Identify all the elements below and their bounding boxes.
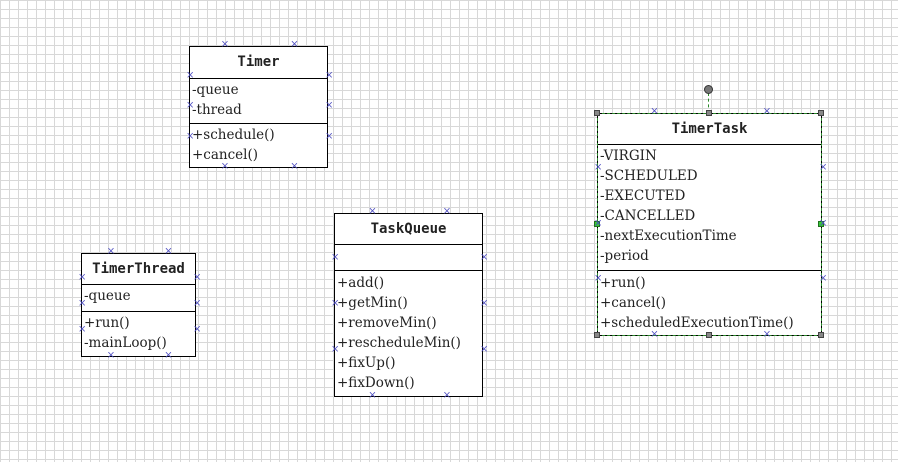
class-taskqueue-methods: +add() +getMin() +removeMin() +reschedul…: [335, 271, 482, 393]
connection-port-marker[interactable]: [78, 301, 86, 308]
resize-handle-s[interactable]: [706, 332, 712, 338]
connection-port-marker[interactable]: [763, 332, 771, 339]
resize-handle-n[interactable]: [706, 110, 712, 116]
connection-port-marker[interactable]: [186, 73, 194, 80]
connection-port-marker[interactable]: [480, 301, 488, 308]
class-timertask-methods: +run() +cancel() +scheduledExecutionTime…: [598, 271, 821, 333]
class-timer-methods: +schedule() +cancel(): [190, 124, 327, 165]
resize-handle-nw[interactable]: [594, 110, 600, 116]
connection-port-marker[interactable]: [186, 103, 194, 110]
class-timerthread[interactable]: TimerThread -queue +run() -mainLoop(): [81, 253, 196, 357]
connection-port-marker[interactable]: [443, 393, 451, 400]
attribute: -EXECUTED: [600, 188, 686, 204]
resize-handle-se[interactable]: [818, 332, 824, 338]
method: +cancel(): [600, 295, 667, 311]
connection-port-marker[interactable]: [368, 393, 376, 400]
connection-port-marker[interactable]: [107, 353, 115, 360]
attribute: -queue: [84, 288, 131, 304]
connection-port-marker[interactable]: [164, 249, 172, 256]
method: -mainLoop(): [84, 335, 167, 351]
connection-port-marker[interactable]: [193, 275, 201, 282]
attribute: -SCHEDULED: [600, 168, 698, 184]
connection-port-marker[interactable]: [78, 275, 86, 282]
connection-port-marker[interactable]: [480, 347, 488, 354]
connection-port-marker[interactable]: [443, 209, 451, 216]
connection-port-marker[interactable]: [331, 301, 339, 308]
attribute: -queue: [192, 82, 239, 98]
connection-port-marker[interactable]: [325, 103, 333, 110]
class-timerthread-attributes: -queue: [82, 285, 195, 312]
method: +getMin(): [337, 295, 408, 311]
connection-port-marker[interactable]: [193, 327, 201, 334]
connection-port-marker[interactable]: [221, 42, 229, 49]
connection-port-marker[interactable]: [819, 276, 827, 283]
method: +removeMin(): [337, 315, 437, 331]
attribute: -nextExecutionTime: [600, 228, 737, 244]
connection-port-marker[interactable]: [325, 134, 333, 141]
connection-port-marker[interactable]: [368, 209, 376, 216]
connection-port-marker[interactable]: [650, 109, 658, 116]
connection-port-marker[interactable]: [594, 221, 602, 228]
class-taskqueue-attributes: [335, 245, 482, 271]
connection-port-marker[interactable]: [107, 249, 115, 256]
method: +add(): [337, 275, 385, 291]
method: +cancel(): [192, 147, 259, 163]
connection-port-marker[interactable]: [331, 255, 339, 262]
method: +rescheduleMin(): [337, 335, 461, 351]
connection-port-marker[interactable]: [819, 221, 827, 228]
method: +fixDown(): [337, 375, 415, 391]
method: +fixUp(): [337, 355, 396, 371]
class-timerthread-methods: +run() -mainLoop(): [82, 312, 195, 353]
class-timertask-attributes: -VIRGIN -SCHEDULED -EXECUTED -CANCELLED …: [598, 145, 821, 271]
connection-port-marker[interactable]: [480, 255, 488, 262]
connection-port-marker[interactable]: [331, 347, 339, 354]
connection-port-marker[interactable]: [290, 42, 298, 49]
class-taskqueue-name: TaskQueue: [335, 214, 482, 245]
resize-handle-sw[interactable]: [594, 332, 600, 338]
connection-port-marker[interactable]: [221, 164, 229, 171]
connection-port-marker[interactable]: [186, 134, 194, 141]
class-timertask-name: TimerTask: [598, 114, 821, 145]
connection-port-marker[interactable]: [193, 301, 201, 308]
method: +scheduledExecutionTime(): [600, 315, 794, 331]
connection-port-marker[interactable]: [78, 327, 86, 334]
attribute: -thread: [192, 102, 242, 118]
class-timerthread-name: TimerThread: [82, 254, 195, 285]
connection-port-marker[interactable]: [650, 332, 658, 339]
attribute: -VIRGIN: [600, 148, 657, 164]
class-timer[interactable]: Timer -queue -thread +schedule() +cancel…: [189, 46, 328, 168]
rotation-connector-line: [708, 93, 709, 113]
class-timer-attributes: -queue -thread: [190, 79, 327, 124]
connection-port-marker[interactable]: [763, 109, 771, 116]
attribute: -period: [600, 248, 649, 264]
resize-handle-ne[interactable]: [818, 110, 824, 116]
class-taskqueue[interactable]: TaskQueue +add() +getMin() +removeMin() …: [334, 213, 483, 397]
class-timertask[interactable]: TimerTask -VIRGIN -SCHEDULED -EXECUTED -…: [597, 113, 822, 336]
method: +run(): [84, 315, 130, 331]
connection-port-marker[interactable]: [290, 164, 298, 171]
connection-port-marker[interactable]: [164, 353, 172, 360]
connection-port-marker[interactable]: [594, 165, 602, 172]
class-timer-name: Timer: [190, 47, 327, 79]
connection-port-marker[interactable]: [819, 165, 827, 172]
attribute: -CANCELLED: [600, 208, 696, 224]
method: +schedule(): [192, 127, 275, 143]
rotate-handle[interactable]: [704, 85, 713, 94]
connection-port-marker[interactable]: [594, 276, 602, 283]
connection-port-marker[interactable]: [325, 73, 333, 80]
method: +run(): [600, 275, 646, 291]
